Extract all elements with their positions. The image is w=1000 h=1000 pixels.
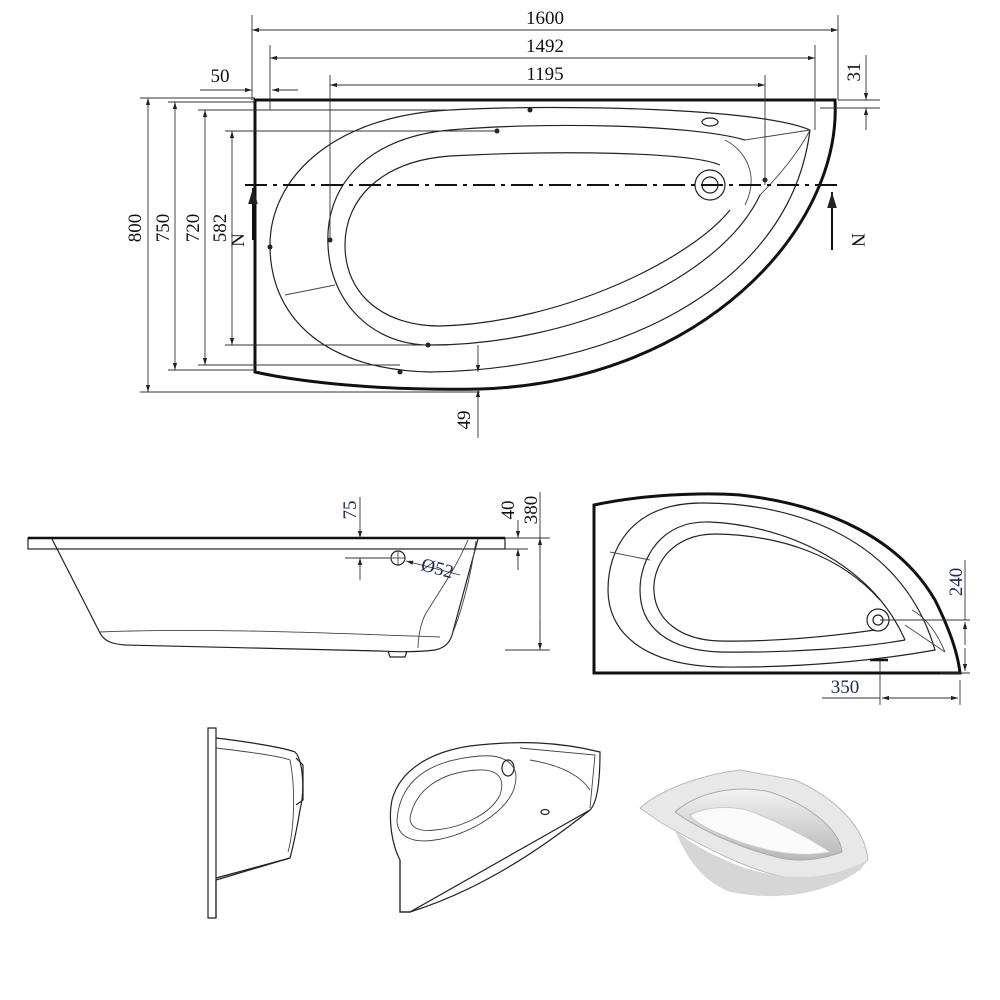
- side-rim: [27, 537, 506, 550]
- section-label-right: N: [847, 233, 868, 247]
- dim-582: 582: [210, 214, 231, 243]
- dim-50: 50: [211, 66, 230, 87]
- dim-350: 350: [831, 677, 860, 698]
- section-label-left: N: [228, 233, 249, 247]
- dim-1195: 1195: [526, 64, 563, 85]
- dim-75: 75: [340, 501, 361, 520]
- outer-outline: [253, 98, 837, 391]
- side-body: [51, 538, 479, 653]
- isometric-view: [389, 742, 601, 913]
- plan-view: 1600 1492 1195 50 31 800 750 720 582: [125, 8, 880, 438]
- rim-outline: [269, 106, 811, 373]
- dim-380: 380: [521, 496, 542, 525]
- ledge-outline: [327, 124, 761, 346]
- dim-800: 800: [125, 214, 146, 243]
- rendered-bathtub: [639, 769, 869, 897]
- dim-31: 31: [844, 63, 865, 82]
- dim-49: 49: [454, 411, 475, 430]
- bowl-outline: [344, 152, 731, 327]
- dim-1492: 1492: [526, 36, 564, 57]
- dim-750: 750: [153, 214, 174, 243]
- dim-40: 40: [498, 501, 519, 520]
- dim-720: 720: [183, 214, 204, 243]
- end-view: [207, 727, 304, 919]
- dim-diameter-52: Ø52: [419, 555, 456, 584]
- dim-240: 240: [946, 568, 967, 597]
- side-view: Ø52 75 40 380: [27, 492, 550, 658]
- small-plan-view: 240 350: [592, 492, 970, 705]
- small-outer-outline: [592, 492, 962, 675]
- dim-1600: 1600: [526, 8, 564, 29]
